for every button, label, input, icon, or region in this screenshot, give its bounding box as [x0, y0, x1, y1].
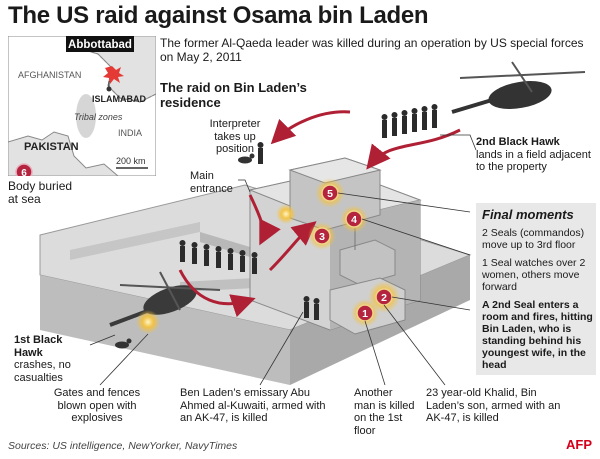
- glow-entrance: [276, 204, 296, 224]
- arrow-to-interpreter: [270, 110, 351, 145]
- commando-group-interpreter: [257, 142, 264, 164]
- final-moments-item-2: 1 Seal watches over 2 women, others move…: [482, 257, 586, 293]
- label-emissary: Ben Laden’s emissary Abu Ahmed al-Kuwait…: [180, 387, 326, 424]
- dog-icon-2: [115, 338, 132, 349]
- map-label-islamabad: ISLAMABAD: [92, 94, 146, 104]
- map-scale-label: 200 km: [116, 156, 146, 166]
- final-moments-item-3: A 2nd Seal enters a room and fires, hitt…: [482, 299, 593, 371]
- second-black-hawk-helicopter: [451, 61, 586, 114]
- marker-6: [15, 163, 33, 176]
- annex-building: [339, 239, 396, 286]
- marker-5-label: 5: [327, 188, 333, 200]
- raid-title: The raid on Bin Laden’s residence: [160, 80, 307, 110]
- marker-3-label: 3: [319, 231, 325, 243]
- second-black-hawk-text: lands in a field adjacent to the propert…: [476, 148, 591, 174]
- second-black-hawk-title: 2nd Black Hawk: [476, 136, 560, 148]
- map-label-abbottabad: Abbottabad: [68, 39, 132, 51]
- commando-group-yard: [179, 240, 258, 274]
- dog-icon: [238, 153, 255, 164]
- map-label-tribal-zones: Tribal zones: [74, 112, 123, 122]
- marker-4-label: 4: [351, 214, 357, 226]
- blast-icon: [103, 66, 124, 84]
- map-tribal-zones: [76, 94, 96, 138]
- label-khalid: 23 year-old Khalid, Bin Laden’s son, arm…: [426, 387, 561, 424]
- leader-lines: [89, 134, 477, 386]
- final-moments-item-1: 2 Seals (commandos) move up to 3rd floor: [482, 227, 585, 251]
- arrow-yard-to-house: [268, 221, 317, 272]
- label-interpreter: Interpreter takes up position: [209, 118, 261, 155]
- inset-map: Abbottabad AFGHANISTAN ISLAMABAD Tribal …: [8, 36, 156, 176]
- marker-2-label: 2: [381, 292, 387, 304]
- source-note: Sources: US intelligence, NewYorker, Nav…: [8, 440, 238, 452]
- marker-5: 5: [321, 184, 339, 202]
- marker-3: 3: [313, 227, 331, 245]
- map-label-india: INDIA: [118, 128, 142, 138]
- marker-1: 1: [356, 304, 374, 322]
- afp-logo: AFP: [566, 437, 592, 452]
- label-another-man: Another man is killed on the 1st floor: [354, 387, 415, 437]
- marker-1-label: 1: [362, 308, 368, 320]
- final-moments-panel: [476, 203, 596, 375]
- arrow-hawk-to-yard: [178, 269, 256, 318]
- label-body-buried: Body buried at sea: [8, 179, 73, 206]
- label-gates: Gates and fences blown open with explosi…: [53, 387, 141, 424]
- first-black-hawk-text: crashes, no casualties: [14, 359, 71, 384]
- commando-group-entry: [303, 296, 320, 320]
- first-black-hawk-title: 1st Black Hawk: [14, 334, 63, 359]
- inner-wall: [70, 222, 200, 260]
- abbottabad-tag: [66, 36, 134, 52]
- outer-wall-front: [40, 275, 290, 385]
- map-label-afghanistan: AFGHANISTAN: [18, 70, 81, 80]
- glow-gate: [136, 310, 160, 334]
- upper-floor-roof: [288, 157, 382, 184]
- first-black-hawk-helicopter: [109, 271, 221, 327]
- final-moments-title: Final moments: [482, 207, 574, 222]
- commando-group-field: [381, 104, 438, 138]
- subtitle: The former Al-Qaeda leader was killed du…: [160, 36, 584, 64]
- islamabad-dot: [106, 86, 112, 92]
- map-label-pakistan: PAKISTAN: [24, 141, 79, 153]
- page-title: The US raid against Osama bin Laden: [8, 2, 429, 29]
- label-first-black-hawk: 1st Black Hawk crashes, no casualties: [14, 334, 94, 384]
- marker-6-label: 6: [21, 168, 27, 176]
- label-main-entrance: Main entrance: [190, 170, 233, 195]
- label-second-black-hawk: 2nd Black Hawk lands in a field adjacent…: [476, 136, 591, 174]
- marker-2: 2: [375, 288, 393, 306]
- marker-4: 4: [345, 210, 363, 228]
- arrow-interpreter-to-yard: [248, 194, 281, 246]
